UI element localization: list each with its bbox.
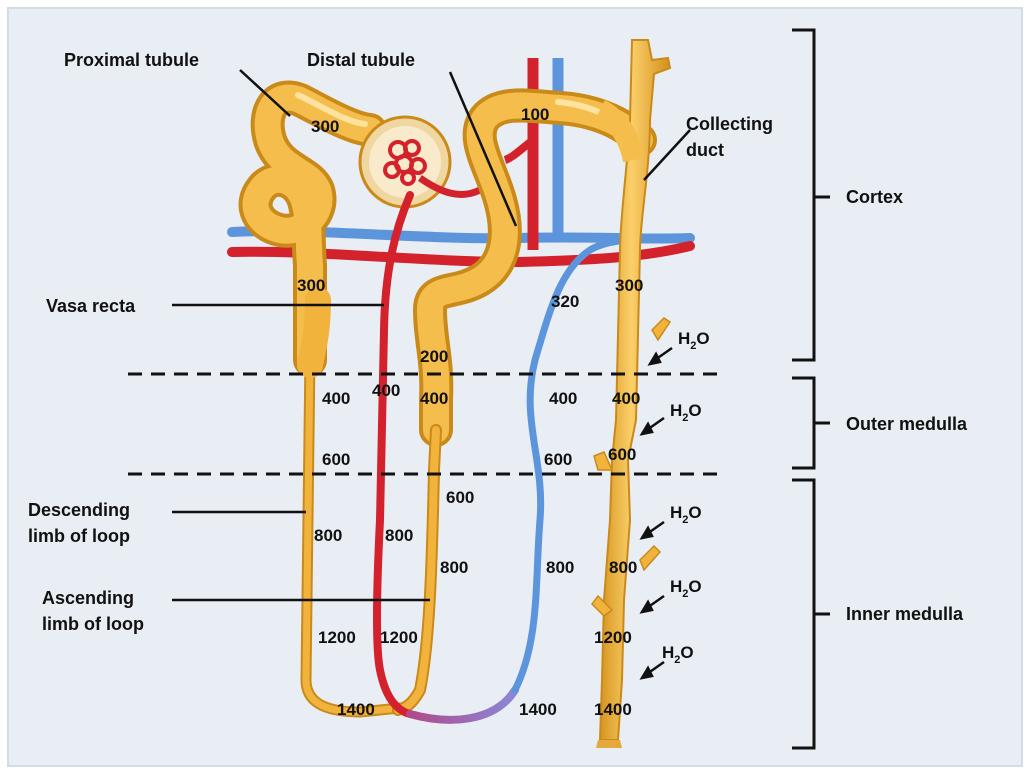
value-vr-400: 400 xyxy=(372,381,400,400)
value-desc-400: 400 xyxy=(322,389,350,408)
collecting-duct-label-line1: Collecting xyxy=(686,114,773,134)
ascending-limb-label-line1: Ascending xyxy=(42,588,134,608)
value-loop-1400: 1400 xyxy=(337,700,375,719)
outer-medulla-label: Outer medulla xyxy=(846,414,968,434)
value-duct-600: 600 xyxy=(608,445,636,464)
proximal-tubule-label: Proximal tubule xyxy=(64,50,199,70)
value-duct-300: 300 xyxy=(615,276,643,295)
value-duct-1200: 1200 xyxy=(594,628,632,647)
value-duct-1400: 1400 xyxy=(594,700,632,719)
value-asc-200: 200 xyxy=(420,347,448,366)
collecting-duct-label-line2: duct xyxy=(686,140,724,160)
value-distal-100: 100 xyxy=(521,105,549,124)
value-vr-1200: 1200 xyxy=(380,628,418,647)
distal-tubule-label: Distal tubule xyxy=(307,50,415,70)
value-vb-600: 600 xyxy=(544,450,572,469)
inner-medulla-label: Inner medulla xyxy=(846,604,964,624)
cortex-label: Cortex xyxy=(846,187,903,207)
value-vb-1400: 1400 xyxy=(519,700,557,719)
value-prox-300-top: 300 xyxy=(311,117,339,136)
value-duct-800: 800 xyxy=(609,558,637,577)
value-duct-400: 400 xyxy=(612,389,640,408)
value-asc-400: 400 xyxy=(420,389,448,408)
value-vb-400: 400 xyxy=(549,389,577,408)
value-asc-600: 600 xyxy=(446,488,474,507)
value-desc-800: 800 xyxy=(314,526,342,545)
value-desc-600: 600 xyxy=(322,450,350,469)
descending-limb-label-line2: limb of loop xyxy=(28,526,130,546)
vasa-recta-label: Vasa recta xyxy=(46,296,136,316)
descending-limb-label-line1: Descending xyxy=(28,500,130,520)
value-vb-800: 800 xyxy=(546,558,574,577)
ascending-limb-label-line2: limb of loop xyxy=(42,614,144,634)
value-vr-800: 800 xyxy=(385,526,413,545)
value-vessel-320: 320 xyxy=(551,292,579,311)
value-asc-800: 800 xyxy=(440,558,468,577)
value-prox-300-bottom: 300 xyxy=(297,276,325,295)
value-desc-1200: 1200 xyxy=(318,628,356,647)
